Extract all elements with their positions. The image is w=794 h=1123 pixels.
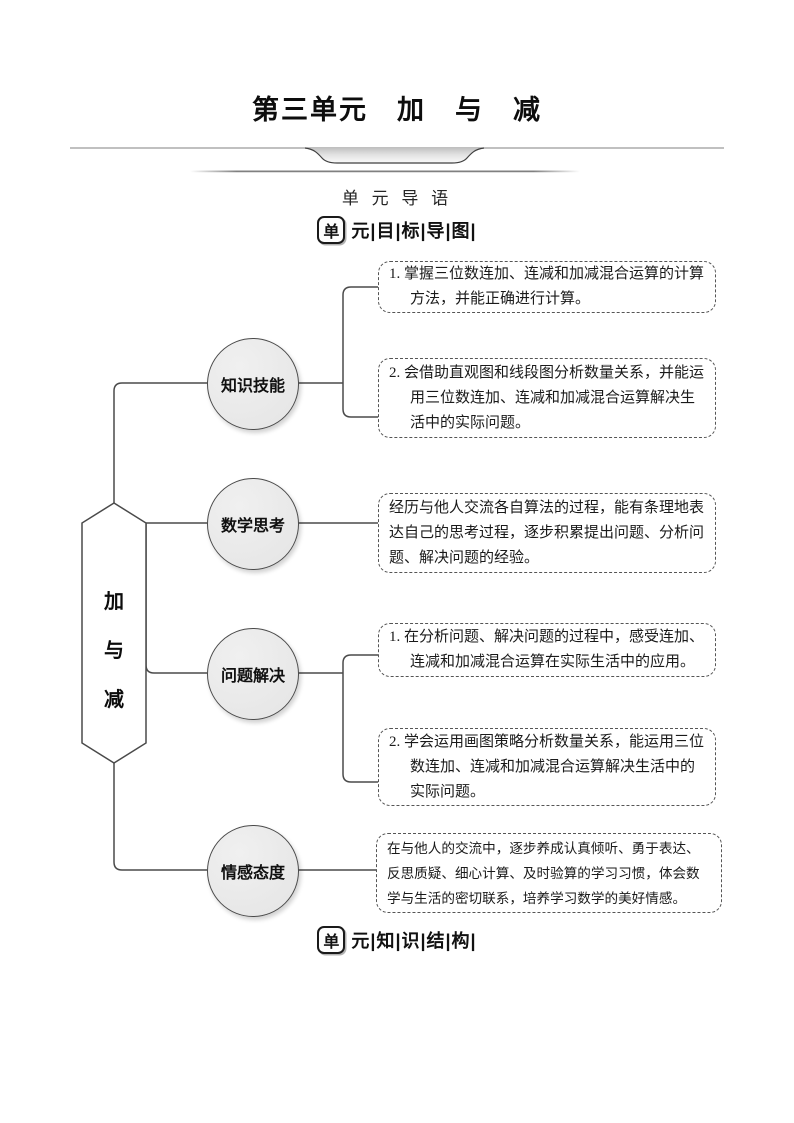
- goal-box-text: 在与他人的交流中，逐步养成认真倾听、勇于表达、反思质疑、细心计算、及时验算的学习…: [387, 840, 700, 906]
- connector-root-to-problem: [145, 523, 207, 674]
- connector-root-to-knowledge: [113, 382, 207, 503]
- connector-root-to-emotion: [113, 763, 207, 871]
- ribbon-shadow-line: [190, 170, 580, 173]
- goal-box-text: 1. 在分析问题、解决问题的过程中，感受连加、连减和加减混合运算在实际生活中的应…: [389, 629, 705, 670]
- goal-box-knowledge-2: 2. 会借助直观图和线段图分析数量关系，并能运用三位数连加、连减和加减混合运算解…: [378, 358, 716, 438]
- goal-box-emotion: 在与他人的交流中，逐步养成认真倾听、勇于表达、反思质疑、细心计算、及时验算的学习…: [376, 833, 722, 913]
- ribbon-divider: [70, 147, 724, 173]
- root-hexagon: [81, 502, 147, 764]
- goal-box-knowledge-1: 1. 掌握三位数连加、连减和加减混合运算的计算方法，并能正确进行计算。: [378, 261, 716, 313]
- connector-problem-brace: [342, 654, 378, 783]
- unit-intro-subtitle: 单 元 导 语: [341, 189, 453, 208]
- goal-box-problem-2: 2. 学会运用画图策略分析数量关系，能运用三位数连加、连减和加减混合运算解决生活…: [378, 728, 716, 806]
- section-header-text: 元|目|标|导|图|: [351, 221, 477, 241]
- goal-box-text: 经历与他人交流各自算法的过程，能有条理地表达自己的思考过程，逐步积累提出问题、分…: [389, 499, 705, 566]
- node-emotional-attitude: 情感态度: [207, 825, 299, 917]
- ribbon-tab: [304, 147, 485, 164]
- root-label-line: 与: [104, 639, 124, 662]
- goal-box-text: 1. 掌握三位数连加、连减和加减混合运算的计算方法，并能正确进行计算。: [389, 266, 705, 307]
- root-label-line: 减: [104, 688, 124, 711]
- connector-knowledge-brace: [342, 286, 378, 418]
- goal-box-problem-1: 1. 在分析问题、解决问题的过程中，感受连加、连减和加减混合运算在实际生活中的应…: [378, 623, 716, 677]
- goal-box-text: 2. 学会运用画图策略分析数量关系，能运用三位数连加、连减和加减混合运算解决生活…: [389, 733, 705, 800]
- section-header-goal-map: 单 元|目|标|导|图|: [0, 216, 794, 244]
- root-label-line: 加: [104, 590, 124, 613]
- goal-box-text: 2. 会借助直观图和线段图分析数量关系，并能运用三位数连加、连减和加减混合运算解…: [389, 364, 705, 431]
- goal-box-thinking: 经历与他人交流各自算法的过程，能有条理地表达自己的思考过程，逐步积累提出问题、分…: [378, 493, 716, 573]
- node-knowledge-skills: 知识技能: [207, 338, 299, 430]
- section-badge: 单: [317, 926, 346, 954]
- section-header-knowledge-structure: 单 元|知|识|结|构|: [0, 926, 794, 954]
- page-title: 第三单元 加 与 减: [252, 95, 542, 125]
- root-node-label: 加 与 减: [82, 503, 146, 763]
- node-math-thinking: 数学思考: [207, 478, 299, 570]
- section-header-text: 元|知|识|结|构|: [351, 931, 477, 951]
- node-problem-solving: 问题解决: [207, 628, 299, 720]
- section-badge: 单: [317, 216, 346, 244]
